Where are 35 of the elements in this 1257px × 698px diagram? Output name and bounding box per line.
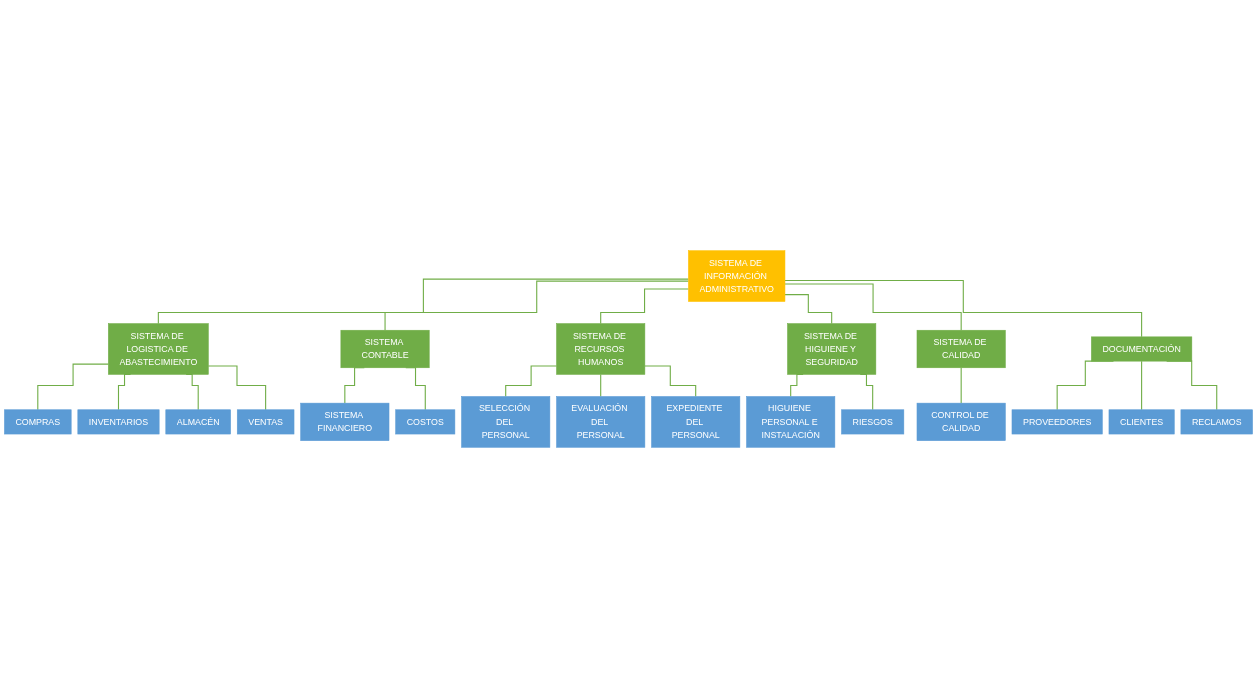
node-box: SISTEMA DE CALIDAD bbox=[916, 329, 1006, 369]
connector bbox=[784, 279, 1143, 338]
node-box: VENTAS bbox=[236, 409, 295, 435]
node-box: EVALUACIÓN DEL PERSONAL bbox=[556, 396, 646, 448]
node-box: SISTEMA CONTABLE bbox=[340, 329, 430, 369]
node-box: SISTEMA DE INFORMACIÓN ADMINISTRATIVO bbox=[688, 250, 786, 302]
connector bbox=[644, 365, 697, 398]
node-box: COMPRAS bbox=[4, 409, 72, 435]
node-box: DOCUMENTACIÓN bbox=[1091, 336, 1193, 362]
node-box: COSTOS bbox=[395, 409, 456, 435]
node-box: CLIENTES bbox=[1108, 409, 1175, 435]
node-box: HIGUIENE PERSONAL E INSTALACIÓN bbox=[746, 396, 836, 448]
connector bbox=[600, 373, 602, 398]
node-box: SISTEMA DE LOGISTICA DE ABASTECIMIENTO bbox=[108, 323, 209, 375]
connector bbox=[1141, 360, 1143, 411]
node-box: SISTEMA DE HIGUIENE Y SEGURIDAD bbox=[787, 323, 877, 375]
node-box: EXPEDIENTE DEL PERSONAL bbox=[651, 396, 741, 448]
node-box: SELECCIÓN DEL PERSONAL bbox=[461, 396, 551, 448]
node-box: RIESGOS bbox=[841, 409, 905, 435]
node-box: SISTEMA FINANCIERO bbox=[300, 402, 390, 441]
connector bbox=[600, 288, 689, 325]
connector bbox=[384, 280, 689, 331]
node-box: PROVEEDORES bbox=[1011, 409, 1103, 435]
connector bbox=[207, 365, 267, 411]
connector bbox=[37, 363, 109, 411]
node-box: RECLAMOS bbox=[1180, 409, 1253, 435]
connector bbox=[505, 365, 558, 398]
connector bbox=[784, 283, 962, 331]
node-box: ALMACÉN bbox=[165, 409, 231, 435]
node-box: CONTROL DE CALIDAD bbox=[916, 402, 1006, 441]
connector bbox=[960, 367, 962, 404]
node-box: INVENTARIOS bbox=[77, 409, 160, 435]
connector bbox=[784, 294, 833, 325]
node-box: SISTEMA DE RECURSOS HUMANOS bbox=[556, 323, 646, 375]
connector bbox=[157, 278, 689, 325]
